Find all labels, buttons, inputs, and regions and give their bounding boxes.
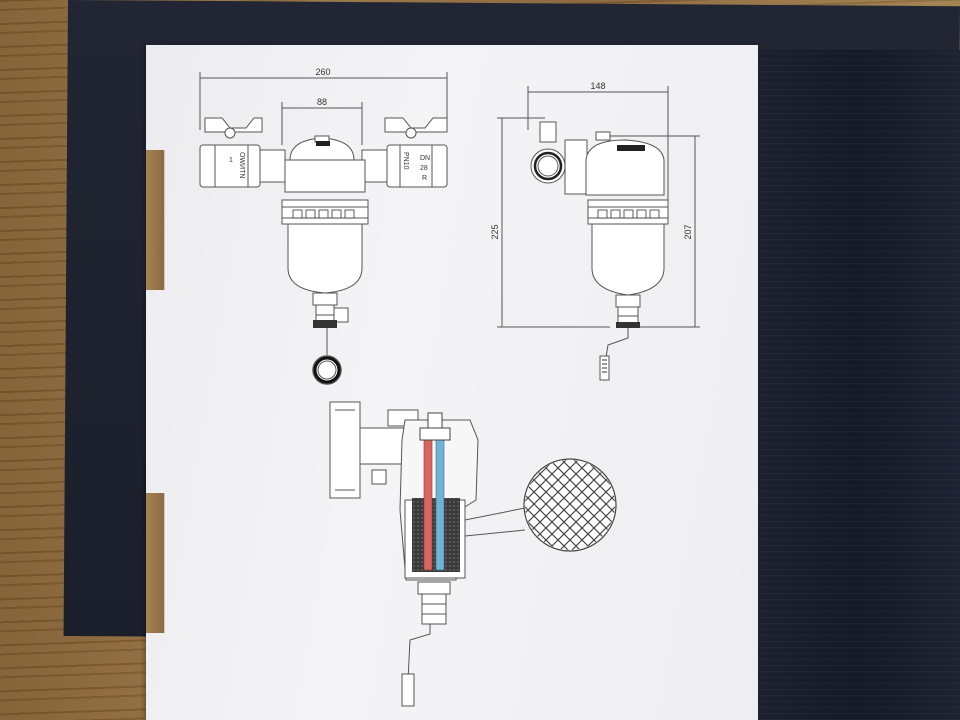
left-valve-number: 1 [229,157,233,164]
folder-right-panel [755,50,960,720]
dimension-148-label: 148 [590,81,605,91]
filter-cartridge [412,412,460,572]
sheet-notch-bottom [146,493,165,633]
mesh-detail-magnifier [523,458,617,552]
dimension-225-label: 225 [490,224,500,239]
left-valve-text: OWИTN [238,152,245,178]
dimension-207-label: 207 [683,224,693,239]
sheet-notch-top [146,150,165,290]
dimension-88-label: 88 [317,97,327,107]
right-valve-size: 28 [420,165,428,172]
side-view-drawing [497,86,700,381]
right-valve-pn: PN10 [402,152,409,170]
side-view-dark-details [533,145,660,373]
right-valve-r: R [422,175,427,182]
front-view-dark-details [292,141,355,384]
dimension-260-label: 260 [315,67,330,77]
right-valve-dn: DN [420,155,430,162]
front-view-drawing [199,72,448,385]
